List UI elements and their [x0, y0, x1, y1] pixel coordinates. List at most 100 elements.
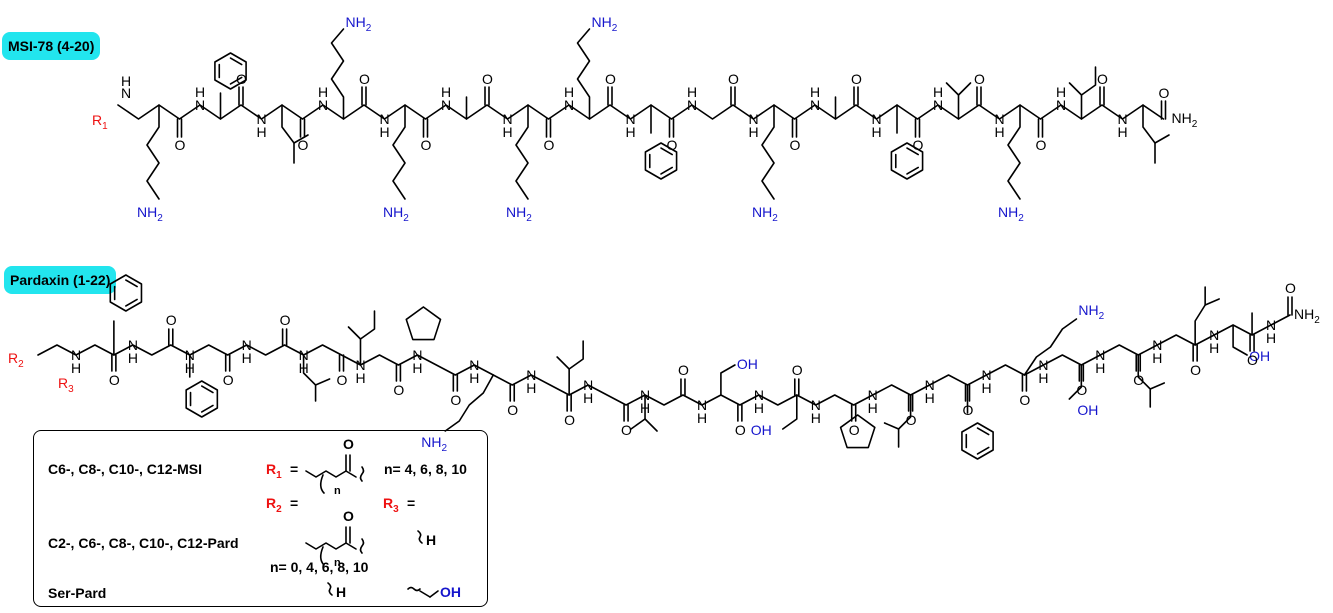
bond-chain [1080, 66, 1097, 120]
r3-h-value: H [426, 532, 436, 548]
amide-n: N [195, 97, 205, 113]
carbonyl-oxygen: O [1133, 372, 1144, 388]
substituent-legend-box: C6-, C8-, C10-, C12-MSI R1 = n= 4, 6, 8,… [33, 430, 488, 607]
bond-chain [281, 104, 295, 164]
lys-amine-label: NH2 [421, 434, 447, 454]
amide-n: N [257, 111, 267, 127]
terminal-amide: NH2 [1172, 110, 1198, 130]
bond-chain [1142, 104, 1156, 164]
bond-chain [897, 394, 912, 448]
carbonyl-oxygen: O [236, 71, 247, 87]
amide-n: N [872, 111, 882, 127]
bond-line [906, 147, 920, 156]
n-values-msi: n= 4, 6, 8, 10 [384, 461, 467, 477]
carbonyl-oxygen: O [393, 382, 404, 398]
pardaxin-title: Pardaxin (1-22) [10, 272, 111, 288]
r2-label: R2 [266, 495, 282, 515]
bond-chain [1007, 104, 1021, 200]
carbonyl-o-msi: O [343, 436, 354, 452]
carbonyl-oxygen: O [849, 422, 860, 438]
amide-n: N [749, 111, 759, 127]
amide-h: H [185, 360, 195, 376]
bond-line [976, 427, 990, 436]
carbonyl-oxygen: O [1036, 137, 1047, 153]
carbonyl-oxygen: O [166, 312, 177, 328]
carbonyl-oxygen: O [175, 137, 186, 153]
bond-chain [761, 104, 775, 200]
bond-line [906, 166, 920, 175]
amide-n: N [810, 97, 820, 113]
bond-line [200, 404, 214, 413]
n-values-pard: n= 0, 4, 6, 8, 10 [270, 559, 369, 575]
amide-h: H [503, 124, 513, 140]
amide-n: N [811, 397, 821, 413]
pyrrolidine-ring [839, 414, 876, 449]
amide-h: H [71, 360, 81, 376]
ser-oh-label: OH [737, 356, 758, 372]
bond-line [293, 134, 309, 144]
carbonyl-oxygen: O [605, 71, 616, 87]
bond-chain [568, 340, 584, 396]
carbonyl-oxygen: O [913, 137, 924, 153]
amide-h: H [1118, 124, 1128, 140]
terminal-amide: NH2 [1294, 306, 1320, 326]
amide-h: H [626, 124, 636, 140]
bond-chain [117, 104, 1165, 120]
n-subscript-msi: n [334, 485, 341, 497]
pardaxin-structure: R2R3NH2OHOHNH2OHOHNHONHONHONHONHONHONHON… [8, 274, 1320, 460]
h-atom: H [121, 73, 131, 89]
ser-pard-oh: OH [440, 584, 461, 600]
bond-chain [330, 28, 345, 120]
amide-n: N [868, 387, 878, 403]
amide-n: N [1056, 97, 1066, 113]
bond-line [1149, 382, 1166, 390]
amide-n: N [995, 111, 1005, 127]
amide-n: N [933, 97, 943, 113]
carbonyl-oxygen: O [450, 392, 461, 408]
bond-line [660, 166, 674, 175]
carbonyl-oxygen: O [280, 312, 291, 328]
amide-h: H [355, 370, 365, 386]
amine-label: NH2 [383, 204, 409, 224]
carbonyl-oxygen: O [564, 412, 575, 428]
bond-chain [720, 364, 736, 396]
carbonyl-oxygen: O [421, 137, 432, 153]
bond-line [1154, 134, 1170, 144]
amide-h: H [412, 360, 422, 376]
amine-label: NH2 [506, 204, 532, 224]
carbonyl-oxygen: O [1247, 352, 1258, 368]
lys-amine-label: NH2 [1078, 302, 1104, 322]
carbonyl-oxygen: O [963, 402, 974, 418]
amide-h: H [257, 124, 267, 140]
amide-h: H [640, 400, 650, 416]
amide-n: N [981, 367, 991, 383]
bond-line [229, 76, 243, 85]
amide-h: H [195, 84, 205, 100]
amide-n: N [318, 97, 328, 113]
bond-line [125, 279, 138, 288]
ser-oh-label: OH [1249, 348, 1270, 364]
r3-equals: = [407, 495, 416, 511]
amide-h: H [469, 370, 479, 386]
bond-chain [146, 104, 160, 200]
amide-n: N [71, 347, 81, 363]
r2-equals: = [290, 495, 299, 511]
amide-h: H [697, 410, 707, 426]
bond-chain [1137, 354, 1152, 408]
bond-line [957, 82, 972, 96]
amide-h: H [1095, 360, 1105, 376]
amide-h: H [564, 84, 574, 100]
phenyl-ring [890, 142, 924, 180]
amide-h: H [1152, 350, 1162, 366]
amide-n: N [1095, 347, 1105, 363]
bond-line [1068, 82, 1083, 96]
carbonyl-oxygen: O [792, 362, 803, 378]
bond-line [1204, 298, 1220, 306]
ser-pard-h: H [336, 584, 346, 600]
amide-h: H [441, 84, 451, 100]
bond-line [660, 147, 674, 156]
phenyl-ring [644, 142, 678, 180]
carbonyl-oxygen: O [544, 137, 555, 153]
